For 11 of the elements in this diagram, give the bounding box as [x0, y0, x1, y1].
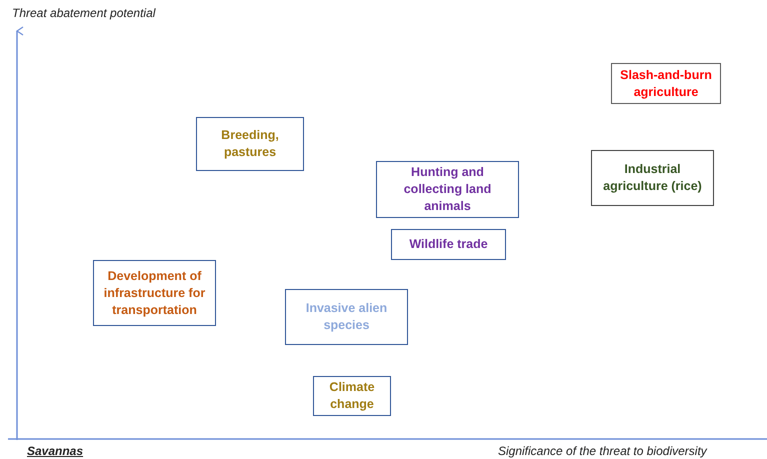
threat-box: Wildlife trade	[391, 229, 506, 260]
threat-box: Climate change	[313, 376, 391, 416]
threat-box: Hunting and collecting land animals	[376, 161, 519, 218]
threat-box: Industrial agriculture (rice)	[591, 150, 714, 206]
threat-box: Development of infrastructure for transportation	[93, 260, 216, 326]
region-label: Savannas	[27, 444, 84, 458]
threat-box: Breeding, pastures	[196, 117, 304, 171]
threat-box: Slash-and-burn agriculture	[611, 63, 721, 104]
axis-title: Threat abatement potential	[12, 6, 156, 20]
axis-title: Significance of the threat to biodiversity	[498, 444, 707, 458]
threat-box: Invasive alien species	[285, 289, 408, 345]
